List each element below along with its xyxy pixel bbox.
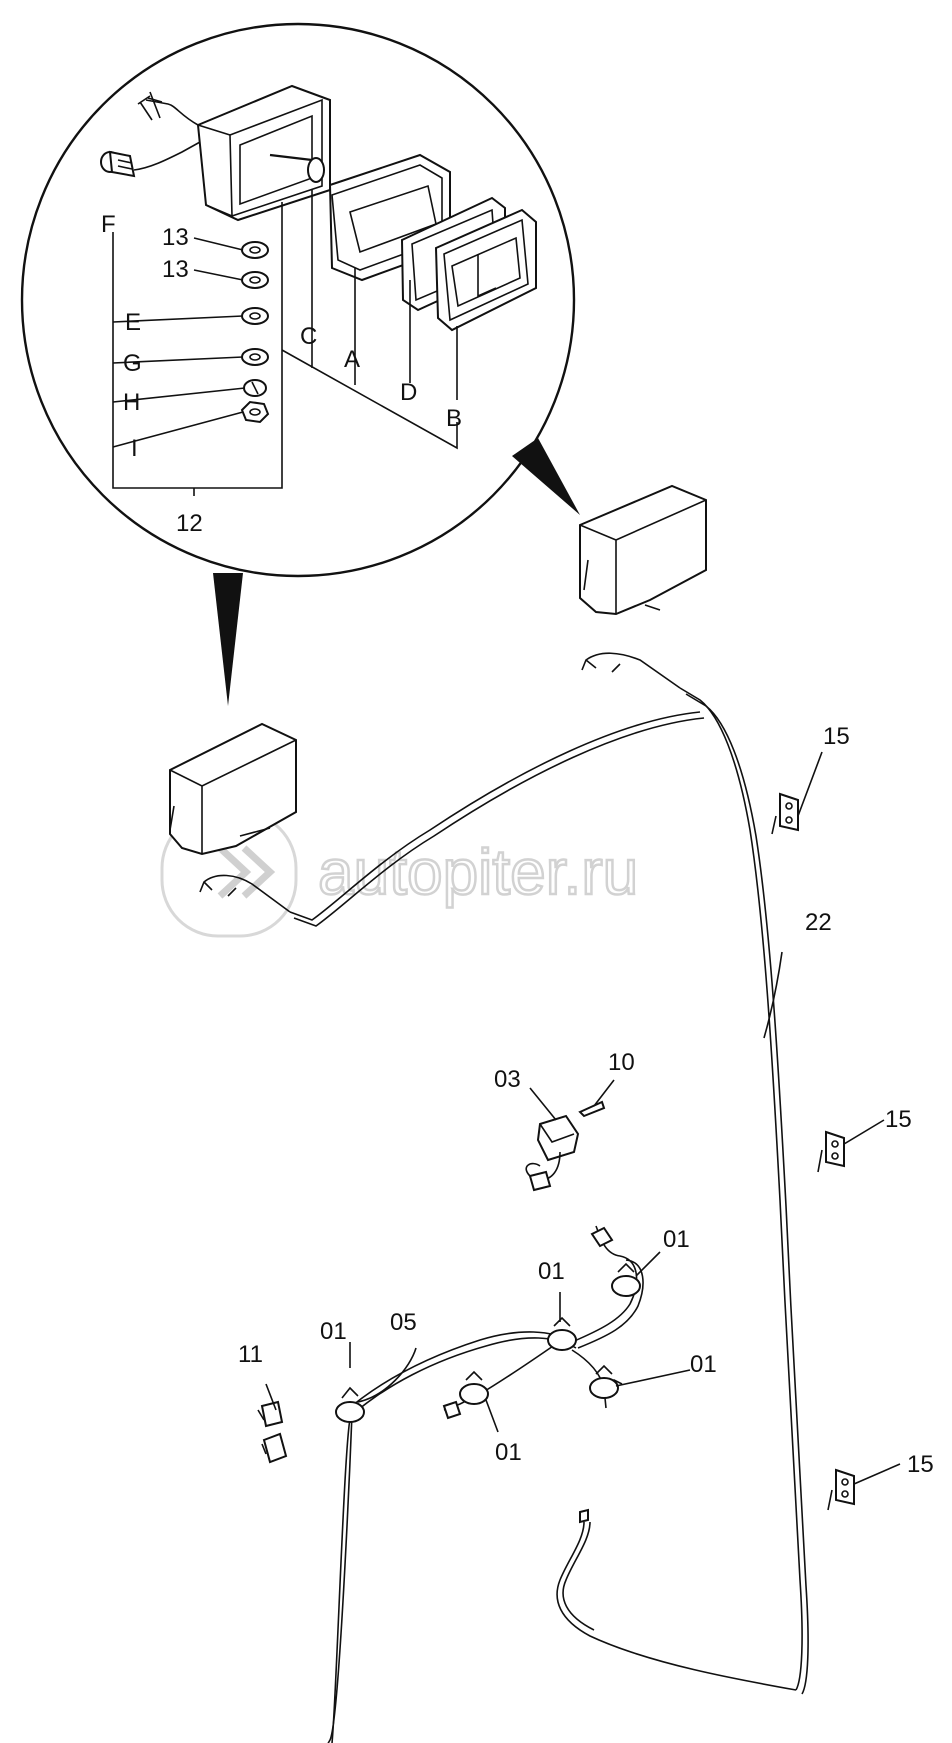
band-clip-01-a bbox=[335, 1386, 365, 1423]
label-g: G bbox=[123, 350, 142, 377]
callout-15-bottom: 15 bbox=[907, 1451, 934, 1478]
callout-22: 22 bbox=[805, 909, 832, 936]
callout-15-mid: 15 bbox=[885, 1106, 912, 1133]
washer-13a bbox=[241, 241, 269, 259]
work-lamp-left bbox=[169, 722, 297, 856]
clip-15-bottom bbox=[827, 1463, 901, 1511]
washer-e bbox=[241, 307, 269, 325]
callout-03: 03 bbox=[494, 1066, 521, 1093]
harness-05 bbox=[327, 1225, 644, 1743]
lamp-bracket-right bbox=[581, 652, 681, 689]
callout-leaders bbox=[265, 951, 783, 1433]
callout-01-e: 01 bbox=[495, 1439, 522, 1466]
label-h: H bbox=[123, 389, 140, 416]
label-13b: 13 bbox=[162, 256, 189, 283]
watermark-logo-chevrons bbox=[217, 845, 276, 899]
bolt-f bbox=[100, 141, 201, 178]
label-f: F bbox=[101, 211, 116, 238]
clip-15-top bbox=[771, 751, 823, 835]
callout-01-c: 01 bbox=[320, 1318, 347, 1345]
clip-15-mid bbox=[817, 1119, 885, 1173]
band-clip-01-e bbox=[589, 1364, 619, 1399]
washer-g bbox=[241, 348, 269, 366]
label-b: B bbox=[446, 405, 462, 432]
callout-15-top: 15 bbox=[823, 723, 850, 750]
callout-11: 11 bbox=[238, 1341, 263, 1368]
watermark-text: autopiter.ru bbox=[318, 836, 638, 908]
label-d: D bbox=[400, 379, 417, 406]
lamp-bracket-left bbox=[199, 874, 291, 913]
label-12: 12 bbox=[176, 510, 203, 537]
callout-01-b: 01 bbox=[538, 1258, 565, 1285]
band-clip-01-d bbox=[611, 1262, 641, 1297]
band-clip-01-b bbox=[459, 1370, 489, 1405]
detail-leader-lines bbox=[112, 190, 458, 496]
label-a: A bbox=[344, 346, 360, 373]
nut-i bbox=[240, 400, 270, 424]
lock-washer-h bbox=[243, 379, 267, 397]
connector-11 bbox=[257, 1400, 288, 1464]
washer-13b bbox=[241, 271, 269, 289]
pointer-right bbox=[512, 438, 580, 515]
pigtail-wire bbox=[556, 1521, 797, 1691]
switch-03 bbox=[525, 1114, 580, 1192]
connector-aux bbox=[442, 1226, 614, 1524]
callout-01-d: 01 bbox=[690, 1351, 717, 1378]
plate-10 bbox=[578, 1100, 606, 1118]
harness-22 bbox=[289, 687, 809, 1695]
lamp-housing bbox=[137, 84, 331, 222]
detail-circle bbox=[20, 22, 576, 578]
callout-10: 10 bbox=[608, 1049, 635, 1076]
label-e: E bbox=[125, 309, 141, 336]
label-i: I bbox=[131, 435, 138, 462]
work-lamp-right bbox=[579, 484, 707, 616]
pointer-down bbox=[213, 573, 243, 706]
callout-01-a: 01 bbox=[663, 1226, 690, 1253]
rim-b bbox=[434, 208, 537, 332]
callout-05: 05 bbox=[390, 1309, 417, 1336]
label-13a: 13 bbox=[162, 224, 189, 251]
band-clip-01-c bbox=[547, 1316, 577, 1351]
label-c: C bbox=[300, 323, 317, 350]
